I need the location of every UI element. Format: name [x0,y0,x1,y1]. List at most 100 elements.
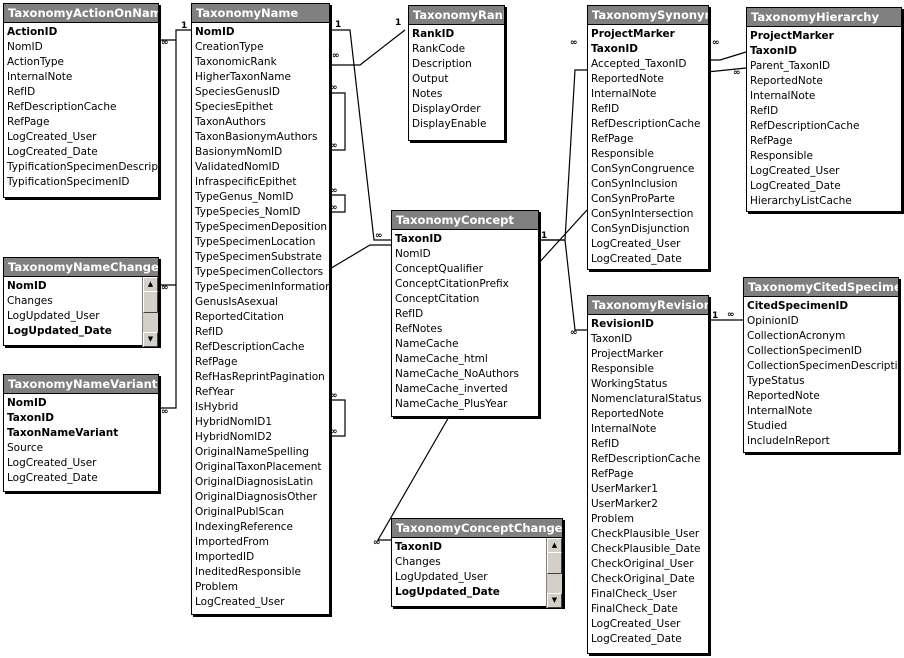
table-title[interactable]: TaxonomyActionOnName [4,4,158,23]
field-row[interactable]: RefYear [195,386,235,398]
field-row[interactable]: IneditedResponsible [195,566,301,578]
field-row[interactable]: OriginalDiagnosisOther [195,491,317,503]
field-row[interactable]: ConSynDisjunction [591,223,690,235]
field-row[interactable]: ReportedCitation [195,311,284,323]
field-row[interactable]: InternalNote [747,405,813,417]
field-row[interactable]: IsHybrid [195,401,239,413]
field-row[interactable]: ProjectMarker [591,348,664,360]
field-row[interactable]: RefID [195,326,224,338]
field-row[interactable]: ConceptCitation [395,293,480,305]
field-row[interactable]: InternalNote [750,90,816,102]
field-row[interactable]: LogCreated_User [591,238,681,250]
field-row[interactable]: ProjectMarker [591,28,675,40]
field-row[interactable]: WorkingStatus [591,378,668,390]
field-row[interactable]: CheckOriginal_User [591,558,694,570]
field-row[interactable]: HybridNomID1 [195,416,273,428]
field-row[interactable]: NomID [7,280,47,292]
table-title[interactable]: TaxonomyRevision [588,296,708,315]
scroll-down-icon[interactable]: ▼ [547,593,562,608]
field-row[interactable]: CitedSpecimenID [747,300,849,312]
field-row[interactable]: OriginalPublScan [195,506,284,518]
field-row[interactable]: NameCache_inverted [395,383,508,395]
field-row[interactable]: HybridNomID2 [195,431,273,443]
table-title[interactable]: TaxonomyName [192,4,329,23]
field-row[interactable]: ValidatedNomID [195,161,280,173]
field-row[interactable]: IndexingReference [195,521,294,533]
field-row[interactable]: RefID [7,86,36,98]
field-row[interactable]: TypeSpecimenCollectors [195,266,324,278]
field-row[interactable]: NomenclaturalStatus [591,393,702,405]
field-row[interactable]: Responsible [591,148,654,160]
field-row[interactable]: LogCreated_Date [591,253,682,265]
field-row[interactable]: IncludeInReport [747,435,830,447]
field-row[interactable]: TypeSpecimenDeposition [195,221,328,233]
table-title[interactable]: TaxonomyConceptChanges [392,519,562,538]
field-row[interactable]: NameCache_NoAuthors [395,368,519,380]
field-row[interactable]: TaxonomicRank [195,56,277,68]
field-row[interactable]: OriginalNameSpelling [195,446,309,458]
field-row[interactable]: CheckPlausible_Date [591,543,701,555]
field-row[interactable]: ReportedNote [591,408,664,420]
field-row[interactable]: Responsible [750,150,813,162]
field-row[interactable]: Changes [7,295,53,307]
field-row[interactable]: LogCreated_Date [750,180,841,192]
field-row[interactable]: TypeSpecies_NomID [195,206,301,218]
scrollbar[interactable]: ▲▼ [142,277,158,347]
field-row[interactable]: LogUpdated_Date [7,325,112,337]
field-row[interactable]: TaxonID [395,541,442,553]
field-row[interactable]: TypeSpecimenLocation [195,236,316,248]
field-row[interactable]: ConceptCitationPrefix [395,278,509,290]
field-row[interactable]: TaxonAuthors [195,116,266,128]
field-row[interactable]: LogUpdated_User [7,310,100,322]
field-row[interactable]: UserMarker2 [591,498,658,510]
field-row[interactable]: Studied [747,420,788,432]
field-row[interactable]: RefHasReprintPagination [195,371,325,383]
field-row[interactable]: RankCode [412,43,466,55]
field-row[interactable]: RefPage [591,133,634,145]
scroll-up-icon[interactable]: ▲ [143,277,158,292]
field-row[interactable]: NameCache_html [395,353,488,365]
field-row[interactable]: Output [412,73,449,85]
field-row[interactable]: LogCreated_User [195,596,285,608]
field-row[interactable]: CheckPlausible_User [591,528,700,540]
field-row[interactable]: NomID [395,248,431,260]
table-title[interactable]: TaxonomyRank [409,6,504,25]
field-row[interactable]: LogUpdated_User [395,571,488,583]
field-row[interactable]: LogCreated_Date [591,633,682,645]
field-row[interactable]: LogCreated_User [591,618,681,630]
scroll-up-icon[interactable]: ▲ [547,538,562,553]
field-row[interactable]: TypeStatus [747,375,805,387]
field-row[interactable]: InfraspecificEpithet [195,176,297,188]
field-row[interactable]: TaxonID [591,43,638,55]
field-row[interactable]: InternalNote [591,88,657,100]
field-row[interactable]: OpinionID [747,315,799,327]
table-title[interactable]: TaxonomyHierarchy [747,8,901,27]
field-row[interactable]: ActionID [7,26,58,38]
field-row[interactable]: ReportedNote [747,390,820,402]
field-row[interactable]: ConSynInclusion [591,178,678,190]
field-row[interactable]: CreationType [195,41,264,53]
field-row[interactable]: RefID [395,308,424,320]
field-row[interactable]: SpeciesEpithet [195,101,273,113]
field-row[interactable]: TaxonID [750,45,797,57]
field-row[interactable]: RefDescriptionCache [750,120,860,132]
table-title[interactable]: TaxonomyCitedSpecimen [744,278,898,297]
field-row[interactable]: LogCreated_User [7,131,97,143]
field-row[interactable]: TaxonBasionymAuthors [195,131,318,143]
field-row[interactable]: Changes [395,556,441,568]
field-row[interactable]: TaxonID [395,233,442,245]
field-row[interactable]: UserMarker1 [591,483,658,495]
field-row[interactable]: CheckOriginal_Date [591,573,695,585]
field-row[interactable]: TypificationSpecimenDescriptio [7,161,158,173]
field-row[interactable]: TypificationSpecimenID [7,176,130,188]
field-row[interactable]: RefDescriptionCache [591,118,701,130]
field-row[interactable]: RefPage [591,468,634,480]
